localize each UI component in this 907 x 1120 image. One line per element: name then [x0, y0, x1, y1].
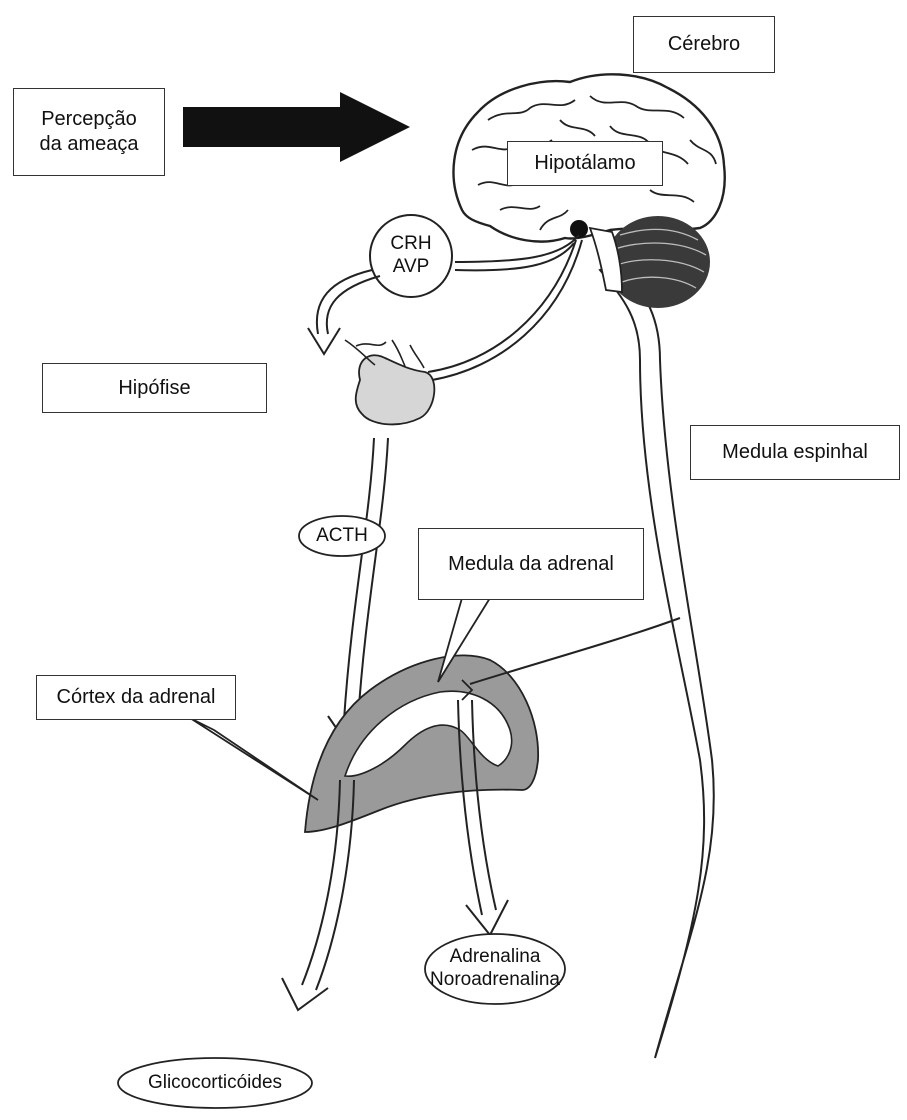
adrenal-medulla-label-box: Medula da adrenal: [418, 528, 644, 600]
pituitary-label: Hipófise: [118, 376, 190, 401]
brain-label: Cérebro: [668, 32, 740, 57]
brain: [454, 74, 725, 308]
crh-label: CRH: [386, 232, 436, 255]
noradrenaline-label: Noroadrenalina: [425, 968, 565, 991]
catecholamine-label: Adrenalina Noroadrenalina: [425, 945, 565, 991]
crh-arrowhead: [308, 328, 340, 354]
spinal-cord-label: Medula espinhal: [722, 440, 868, 465]
threat-arrow: [183, 92, 410, 162]
threat-line-1: Percepção: [41, 107, 137, 132]
avp-label: AVP: [386, 255, 436, 278]
threat-box: Percepção da ameaça: [13, 88, 165, 176]
spinal-cord-label-box: Medula espinhal: [690, 425, 900, 480]
acth-tract: [344, 438, 388, 720]
adrenal-medulla-label: Medula da adrenal: [448, 552, 614, 577]
threat-line-2: da ameaça: [40, 132, 139, 157]
sympathetic-nerve: [470, 618, 680, 684]
glucocorticoid-label: Glicocorticóides: [118, 1071, 312, 1094]
brain-label-box: Cérebro: [633, 16, 775, 73]
crh-to-pituitary-arrow: [317, 270, 372, 334]
spinal-cord: [600, 262, 714, 1058]
adrenal-cortex-label: Córtex da adrenal: [57, 685, 216, 710]
cortex-callout-tail: [190, 718, 318, 800]
pituitary-label-box: Hipófise: [42, 363, 267, 413]
glucocorticoid-arrowhead: [282, 978, 328, 1010]
adrenal-cortex-label-box: Córtex da adrenal: [36, 675, 236, 720]
acth-label: ACTH: [300, 524, 384, 547]
hypothalamus-label: Hipotálamo: [534, 151, 635, 176]
hypothalamus-label-box: Hipotálamo: [507, 141, 663, 186]
catecholamine-arrowhead: [466, 900, 508, 935]
adrenaline-label: Adrenalina: [425, 945, 565, 968]
hypothalamus-to-crh-tract-2: [455, 243, 574, 270]
hormone-label: CRH AVP: [386, 232, 436, 278]
